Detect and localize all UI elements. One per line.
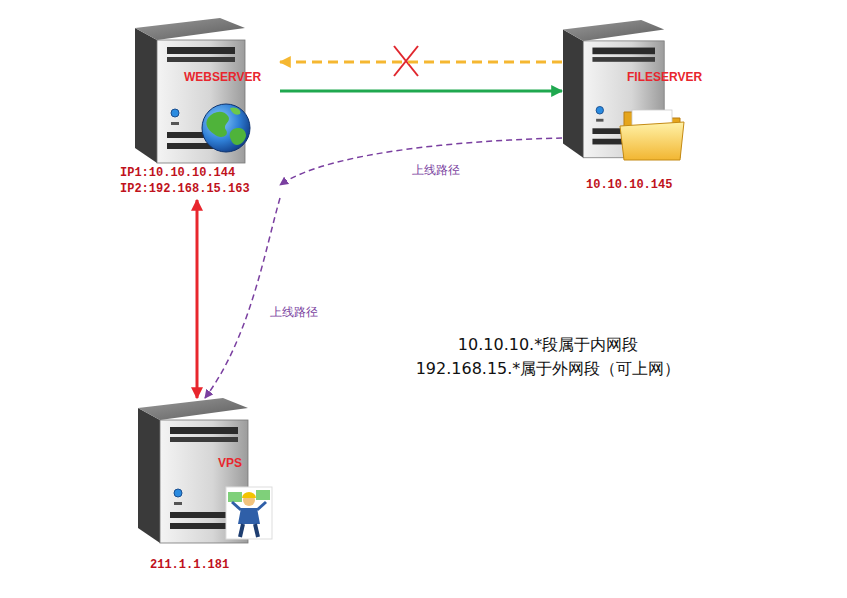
connector (280, 61, 562, 64)
continent (230, 128, 246, 145)
note-text: 10.10.10.*段属于内网段 (458, 335, 638, 354)
server-node: VPS 211.1.1.181 (140, 398, 280, 575)
icon-frame (226, 487, 272, 539)
server-node: FILESERVER 10.10.10.145 (562, 18, 712, 196)
ip-address: IP2:192.168.15.163 (120, 182, 250, 196)
continent (206, 112, 229, 137)
leg (240, 524, 243, 537)
screen (228, 492, 242, 502)
arm (257, 502, 266, 510)
edge-label: 上线路径 (268, 305, 320, 319)
ip-address: 10.10.10.145 (586, 178, 672, 192)
edge-label: 上线路径 (410, 163, 462, 177)
folder-front (620, 122, 684, 160)
hacker-icon (226, 487, 272, 539)
globe (202, 104, 250, 152)
continent (230, 107, 240, 114)
body (238, 508, 260, 524)
server-node: WEBSERVER IP1:10.10.10.144IP2:192.168.15.… (118, 18, 280, 200)
connector (280, 90, 562, 93)
ip-address: IP1:10.10.10.144 (120, 166, 235, 180)
connector (280, 138, 562, 185)
folder-icon (620, 110, 684, 160)
server-name: FILESERVER (627, 70, 702, 84)
leg (255, 524, 258, 537)
server-name: WEBSERVER (184, 70, 261, 84)
helmet (242, 492, 256, 498)
connector (205, 198, 280, 398)
ip-address: 211.1.1.181 (150, 558, 229, 572)
note-text: 192.168.15.*属于外网段（可上网） (416, 359, 681, 378)
server-name: VPS (218, 456, 242, 470)
screen (256, 490, 270, 500)
arm (232, 502, 241, 510)
globe-icon (202, 104, 250, 152)
connector (196, 200, 199, 398)
